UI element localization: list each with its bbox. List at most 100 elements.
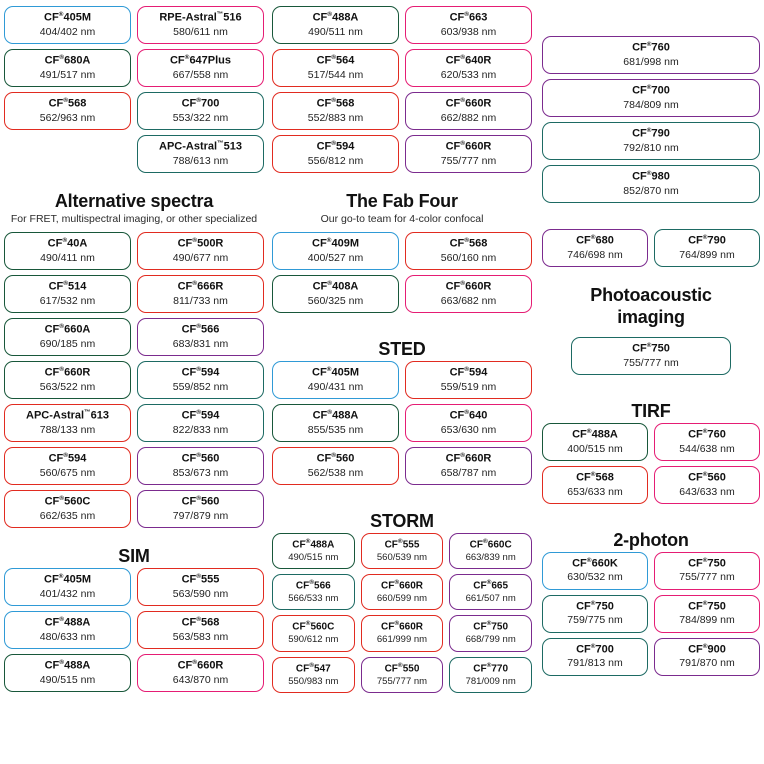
dye-name: CF®514 — [48, 280, 87, 293]
trademark-mark: ® — [327, 408, 333, 416]
trademark-mark: ® — [646, 41, 652, 48]
dye-wavelengths: 755/777 nm — [623, 357, 679, 370]
dye-name: CF®660K — [572, 556, 618, 570]
trademark-mark: ® — [702, 428, 708, 436]
trademark-mark: ® — [59, 615, 65, 623]
dye-wavelengths: 755/777 nm — [440, 154, 497, 167]
dye-wavelengths: 661/999 nm — [376, 634, 428, 646]
dye-name: CF®665 — [473, 578, 509, 592]
trademark-mark: ® — [590, 599, 596, 607]
trademark-mark: ® — [702, 471, 708, 479]
dye-wavelengths: 559/852 nm — [172, 380, 229, 393]
dye-name: CF®488A — [44, 615, 91, 629]
dye-name: CF®700 — [181, 97, 220, 110]
dye-name: CF®660R — [44, 366, 91, 379]
dye-name: CF®700 — [576, 642, 614, 656]
dye-wavelengths: 563/522 nm — [39, 380, 96, 393]
trademark-mark: ® — [196, 366, 202, 374]
trademark-mark: ® — [586, 556, 592, 564]
dye-name: RPE-Astral™516 — [159, 11, 242, 24]
